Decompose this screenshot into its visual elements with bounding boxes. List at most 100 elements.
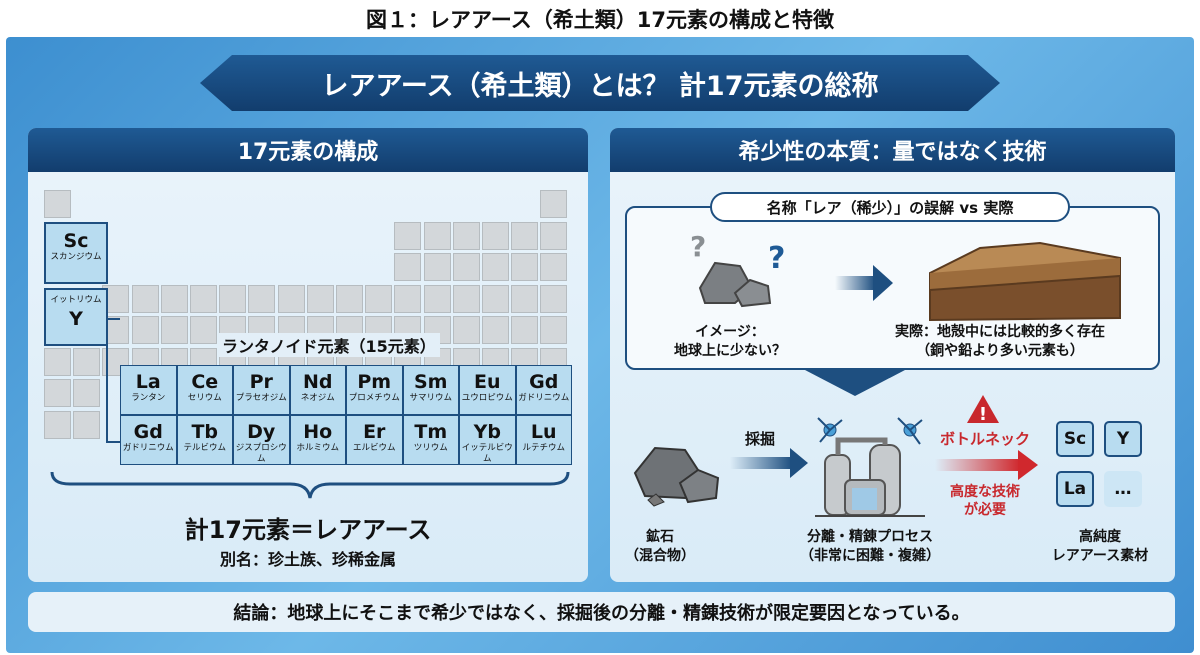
reality-label: 実際：地殻中には比較的多く存在 （銅や鉛より多い元素も） (895, 324, 1105, 359)
element-symbol: Dy (247, 421, 276, 443)
periodic-cell (423, 221, 451, 250)
conclusion-bar: 結論：地球上にそこまで希少ではなく、採掘後の分離・精錬技術が限定要因となっている… (28, 592, 1175, 632)
periodic-cell (190, 284, 217, 313)
periodic-cell (423, 284, 451, 313)
red-arrow-icon (935, 450, 1038, 480)
periodic-cell (336, 284, 363, 313)
element-symbol: Eu (473, 371, 501, 393)
panel-header: 希少性の本質：量ではなく技術 (610, 128, 1175, 172)
element-name: サマリウム (409, 393, 452, 403)
periodic-cell (540, 316, 568, 344)
element-sc: Sc スカンジウム (44, 222, 108, 284)
svg-text:?: ? (768, 241, 785, 276)
periodic-cell (452, 316, 480, 344)
periodic-cell (511, 284, 539, 313)
periodic-cell (160, 316, 188, 344)
refinery-icon (815, 417, 925, 517)
element-name: ネオジム (300, 393, 335, 403)
periodic-cell (482, 316, 509, 344)
periodic-cell (44, 347, 71, 376)
element-name: イットリウム (50, 295, 102, 305)
brace-icon (50, 471, 570, 499)
product-tile: La (1056, 471, 1094, 507)
misconception-title: 名称「レア（稀少）」の誤解 vs 実際 (710, 192, 1070, 222)
element-symbol: Nd (302, 371, 333, 393)
periodic-cell (540, 221, 568, 250)
periodic-cell (365, 284, 393, 313)
composition-panel: 17元素の構成 Sc スカンジウム イットリウム Y ランタノイド元素（15元素… (28, 128, 588, 582)
element-symbol: Sm (414, 371, 448, 393)
image-label: イメージ： 地球上に少ない？ (674, 324, 786, 359)
periodic-cell (44, 410, 71, 439)
process-label: 分離・精錬プロセス （非常に困難・複雑） (800, 529, 940, 564)
product-label: 高純度 レアアース素材 (1051, 529, 1149, 564)
periodic-cell (423, 253, 451, 281)
periodic-cell (511, 253, 539, 281)
arrow-right-icon (835, 265, 893, 301)
element-name: プロメチウム (348, 393, 400, 403)
element-name: ジスプロシウム (235, 443, 287, 464)
warning-icon: ! (967, 395, 999, 425)
periodic-cell (306, 284, 334, 313)
connector-line (106, 318, 120, 443)
total-label: 計17元素＝レアアース (184, 516, 432, 544)
element-name: ランタン (131, 393, 166, 403)
element-symbol: La (135, 371, 161, 393)
element-name: スカンジウム (50, 252, 102, 262)
panel-header: 17元素の構成 (28, 128, 588, 172)
product-tile: Sc (1056, 421, 1094, 457)
periodic-cell (540, 190, 568, 218)
element-symbol: Yb (473, 421, 501, 443)
lanthanoid-label: ランタノイド元素（15元素） (218, 333, 440, 357)
element-symbol: Ho (303, 421, 333, 443)
periodic-cell (482, 221, 509, 250)
periodic-cell (540, 284, 568, 313)
element-name: ホルミウム (296, 443, 339, 453)
periodic-cell (452, 284, 480, 313)
mining-arrow-icon (730, 448, 808, 478)
periodic-cell (511, 221, 539, 250)
alias-label: 別名：珍土族、珍稀金属 (219, 550, 396, 569)
tech-required-label: 高度な技術 が必要 (950, 484, 1020, 518)
periodic-cell (394, 284, 422, 313)
periodic-cell (219, 284, 247, 313)
element-name: ツリウム (413, 443, 448, 453)
periodic-cell (540, 253, 568, 281)
periodic-cell (482, 253, 509, 281)
periodic-cell (44, 190, 71, 218)
rocks-question-icon: ?? (690, 230, 785, 308)
periodic-cell (44, 379, 71, 407)
svg-text:?: ? (690, 230, 706, 263)
element-name: ガドリニウム (518, 393, 570, 403)
element-symbol: Gd (529, 371, 559, 393)
periodic-cell (248, 284, 276, 313)
down-arrow-icon (805, 370, 905, 396)
periodic-cell (452, 221, 480, 250)
figure-title: 図１：レアアース（希土類）17元素の構成と特徴 (366, 8, 834, 32)
product-tile: Y (1104, 421, 1142, 457)
periodic-cell (73, 410, 101, 439)
element-name: セリウム (187, 393, 222, 403)
periodic-cell (131, 284, 159, 313)
periodic-cell (452, 253, 480, 281)
element-name: ユウロピウム (461, 393, 513, 403)
periodic-cell (277, 284, 305, 313)
element-name: ルテチウム (522, 443, 565, 453)
element-symbol: Pm (357, 371, 392, 393)
element-symbol: Lu (530, 421, 557, 443)
element-y: イットリウム Y (44, 288, 108, 346)
